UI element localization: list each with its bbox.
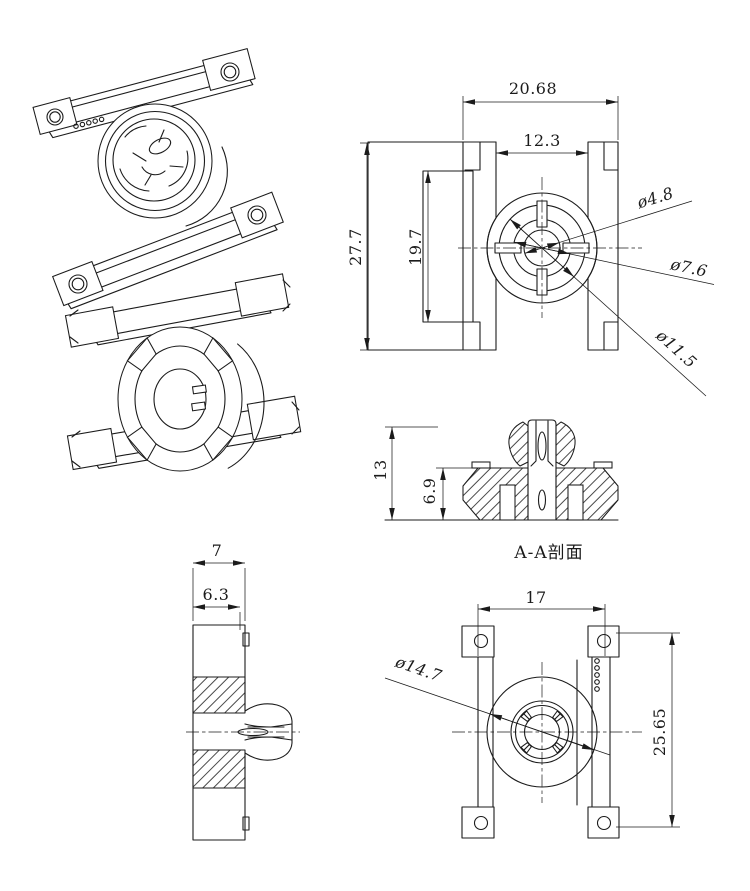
side-width-total-label: 7 [212,541,223,560]
dimension-side-step-width: 6.3 [193,585,241,630]
iso-view-top-face [32,48,284,310]
dimension-side-total-width: 7 [192,541,246,621]
front-width-inner-label: 12.3 [523,131,561,150]
dimension-height-outer: 27.7 [346,142,370,351]
front-dia-middle-label: ø7.6 [668,254,709,281]
back-tab-span-label: 17 [525,588,546,607]
section-view-title: A-A剖面 [513,543,583,563]
back-view: 17 25.65 ø14.7 [384,588,680,839]
leader-dia-drum: ø14.7 [384,652,611,756]
section-height-total-label: 13 [371,459,390,480]
iso-view-bottom-face [64,273,302,472]
dimension-width-outer: 20.68 [462,79,619,140]
section-view-aa: 13 6.9 A-A剖面 [371,419,619,563]
dimension-width-inner: 12.3 [495,131,589,176]
front-dia-outer-label: ø11.5 [652,325,701,372]
section-height-step-label: 6.9 [420,478,439,505]
dimension-height-inner: 19.7 [406,171,431,322]
front-width-outer-label: 20.68 [509,79,557,98]
front-view: 20.68 12.3 27.7 19.7 ø4.8 ø7. [346,79,715,397]
side-width-step-label: 6.3 [203,585,230,604]
dimension-back-height-span: 25.65 [616,632,680,828]
side-section-view: 7 6.3 [186,541,300,841]
leader-dia-middle: ø7.6 [514,241,715,285]
dimension-section-step-height: 6.9 [420,467,477,520]
back-dia-drum-label: ø14.7 [392,652,445,686]
front-height-outer-label: 27.7 [346,228,365,266]
back-height-span-label: 25.65 [650,708,669,756]
dimension-section-total-height: 13 [371,426,438,520]
dimension-back-tab-span: 17 [477,588,606,656]
rotor-detail [119,125,189,192]
front-height-inner-label: 19.7 [406,228,425,266]
leader-dia-outer: ø11.5 [509,218,707,397]
